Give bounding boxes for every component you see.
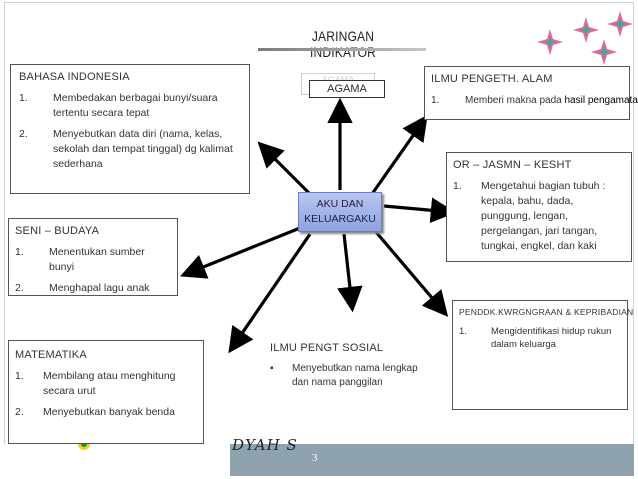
- list-item: ▪ Menyebutkan nama lengkap dan nama pang…: [270, 362, 422, 390]
- or-jasmani-box: OR – JASMN – KESHT 1. Mengetahui bagian …: [446, 152, 632, 262]
- seni-title: SENI – BUDAYA: [15, 225, 171, 237]
- item-text: Memberi makna pada hasil pengamatan: [465, 93, 638, 108]
- ipa-title: ILMU PENGETH. ALAM: [431, 73, 623, 85]
- ips-title: ILMU PENGT SOSIAL: [270, 342, 422, 354]
- ipa-box: ILMU PENGETH. ALAM 1. Memberi makna pada…: [424, 66, 630, 120]
- item-number: 1.: [453, 179, 481, 254]
- item-bullet: ▪: [270, 362, 292, 390]
- item-number: 1.: [431, 93, 465, 108]
- item-text: Mengidentifikasi hidup rukun dalam kelua…: [491, 325, 621, 351]
- item-number: 2.: [15, 281, 49, 296]
- center-line-2: KELUARGAKU: [299, 212, 381, 227]
- pkn-box: PENDDK.KWRGNGRAAN & KEPRIBADIAN 1. Mengi…: [452, 300, 628, 410]
- list-item: 1. Mengetahui bagian tubuh : kepala, bah…: [453, 179, 625, 254]
- agama-box: AGAMA: [309, 80, 385, 98]
- list-item: 1. Membilang atau menghitung secara urut: [15, 369, 197, 399]
- item-text: Menyebutkan nama lengkap dan nama panggi…: [292, 362, 422, 390]
- list-item: 2. Menyebutkan banyak benda: [15, 405, 197, 420]
- list-item: 1. Membedakan berbagai bunyi/suara terte…: [19, 91, 241, 121]
- center-topic-box: AKU DAN KELUARGAKU: [298, 192, 382, 232]
- seni-budaya-box: SENI – BUDAYA 1. Menentukan sumber bunyi…: [8, 218, 178, 296]
- or-title: OR – JASMN – KESHT: [453, 159, 625, 171]
- mtk-title: MATEMATIKA: [15, 349, 197, 361]
- item-text-highlight: hasil pengamatan: [565, 95, 638, 106]
- list-item: 2. Menyebutkan data diri (nama, kelas, s…: [19, 127, 241, 172]
- item-number: 1.: [15, 245, 49, 275]
- page-number: 3: [312, 452, 318, 464]
- item-number: 1.: [15, 369, 43, 399]
- item-text: Membilang atau menghitung secara urut: [43, 369, 197, 399]
- ips-box: ILMU PENGT SOSIAL ▪ Menyebutkan nama len…: [264, 336, 428, 408]
- footer-author: DYAH S: [232, 436, 298, 454]
- item-number: 1.: [459, 325, 491, 351]
- item-text: Menghapal lagu anak: [49, 281, 171, 296]
- item-text: Menentukan sumber bunyi: [49, 245, 171, 275]
- arrow-to-or: [384, 206, 450, 212]
- item-text: Membedakan berbagai bunyi/suara tertentu…: [53, 91, 241, 121]
- list-item: 1. Menentukan sumber bunyi: [15, 245, 171, 275]
- arrow-to-pkn: [376, 232, 444, 312]
- arrow-to-bahasa: [262, 146, 310, 194]
- arrow-to-ips: [344, 234, 352, 306]
- item-text: Menyebutkan data diri (nama, kelas, seko…: [53, 127, 241, 172]
- center-line-1: AKU DAN: [299, 197, 381, 212]
- matematika-box: MATEMATIKA 1. Membilang atau menghitung …: [8, 340, 204, 444]
- list-item: 1. Memberi makna pada hasil pengamatan: [431, 93, 623, 108]
- item-number: 2.: [19, 127, 53, 172]
- list-item: 1. Mengidentifikasi hidup rukun dalam ke…: [459, 325, 621, 351]
- list-item: 2. Menghapal lagu anak: [15, 281, 171, 296]
- item-text-part: Memberi makna pada: [465, 95, 565, 106]
- item-number: 1.: [19, 91, 53, 121]
- item-text: Mengetahui bagian tubuh : kepala, bahu, …: [481, 179, 625, 254]
- bahasa-indonesia-box: BAHASA INDONESIA 1. Membedakan berbagai …: [10, 64, 250, 194]
- arrow-to-seni: [186, 228, 300, 274]
- item-number: 2.: [15, 405, 43, 420]
- pkn-title: PENDDK.KWRGNGRAAN & KEPRIBADIAN: [459, 307, 621, 317]
- arrow-to-ipa: [372, 120, 424, 194]
- item-text: Menyebutkan banyak benda: [43, 405, 197, 420]
- bahasa-title: BAHASA INDONESIA: [19, 71, 241, 83]
